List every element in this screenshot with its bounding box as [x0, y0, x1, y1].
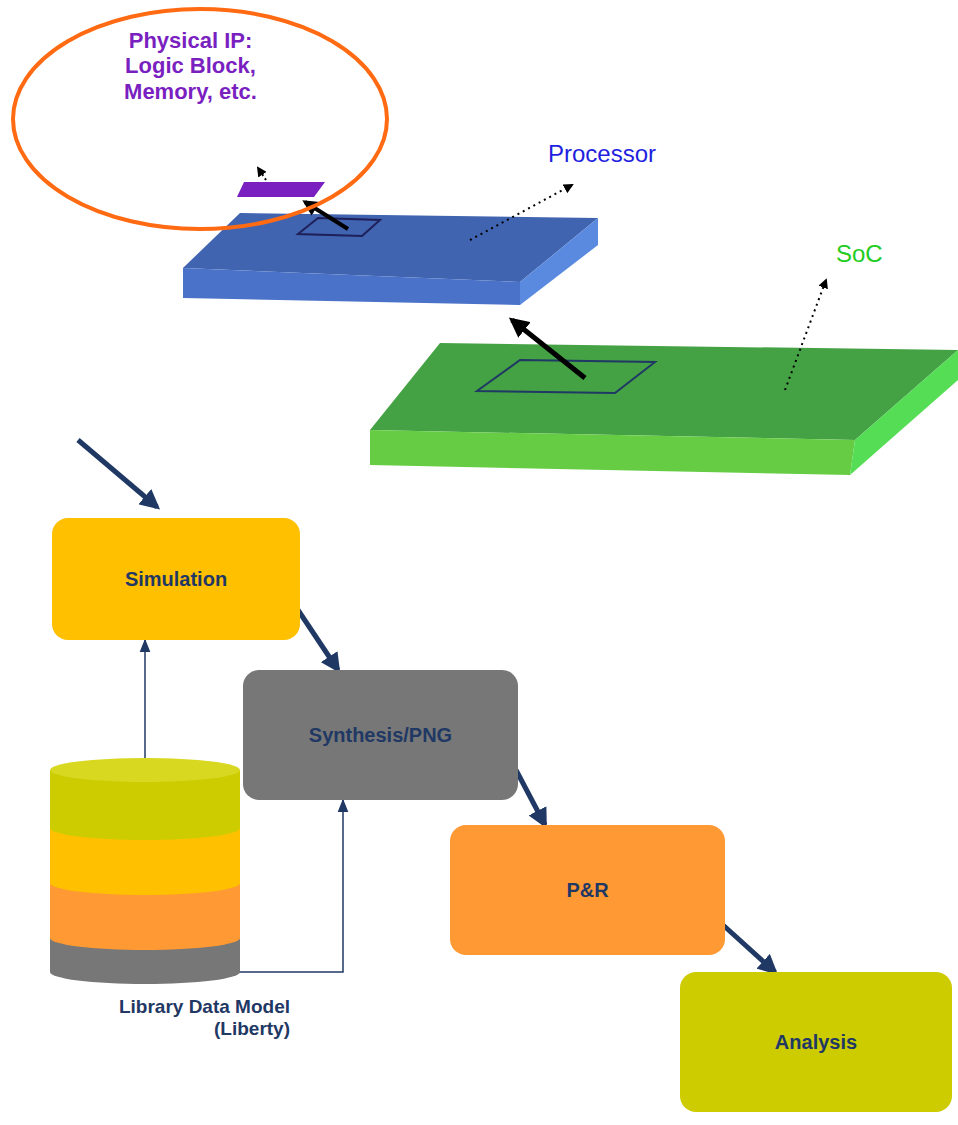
box-label: Synthesis/PNG [297, 724, 464, 747]
leader-line [785, 280, 826, 390]
data-link [144, 640, 146, 762]
process-box: P&R [450, 825, 725, 955]
cylinder-shape [50, 758, 240, 986]
library-database: Library Data Model (Liberty) [50, 758, 290, 1058]
flow-arrow [723, 925, 775, 972]
callout-text: Physical IP: Logic Block, Memory, etc. [108, 28, 273, 104]
ip-callout: Physical IP: Logic Block, Memory, etc. [10, 6, 390, 232]
database-label: Library Data Model (Liberty) [50, 996, 290, 1040]
part-name: Processor [548, 140, 656, 168]
flow-arrow [298, 610, 338, 670]
data-link [222, 800, 343, 972]
ip-chip [237, 182, 325, 197]
box-label: Analysis [763, 1031, 869, 1054]
flow-arrow [516, 770, 545, 825]
process-box: Analysis [680, 972, 952, 1112]
box-label: Simulation [113, 568, 239, 591]
leader-line [258, 168, 266, 180]
part-name: SoC [836, 240, 883, 268]
zoom-arrow [512, 320, 585, 378]
process-box: Synthesis/PNG [243, 670, 518, 800]
process-box: Simulation [52, 518, 300, 640]
leader-line [470, 185, 572, 240]
box-label: P&R [554, 879, 620, 902]
soc-slab [370, 343, 958, 475]
input-arrow [78, 440, 157, 507]
